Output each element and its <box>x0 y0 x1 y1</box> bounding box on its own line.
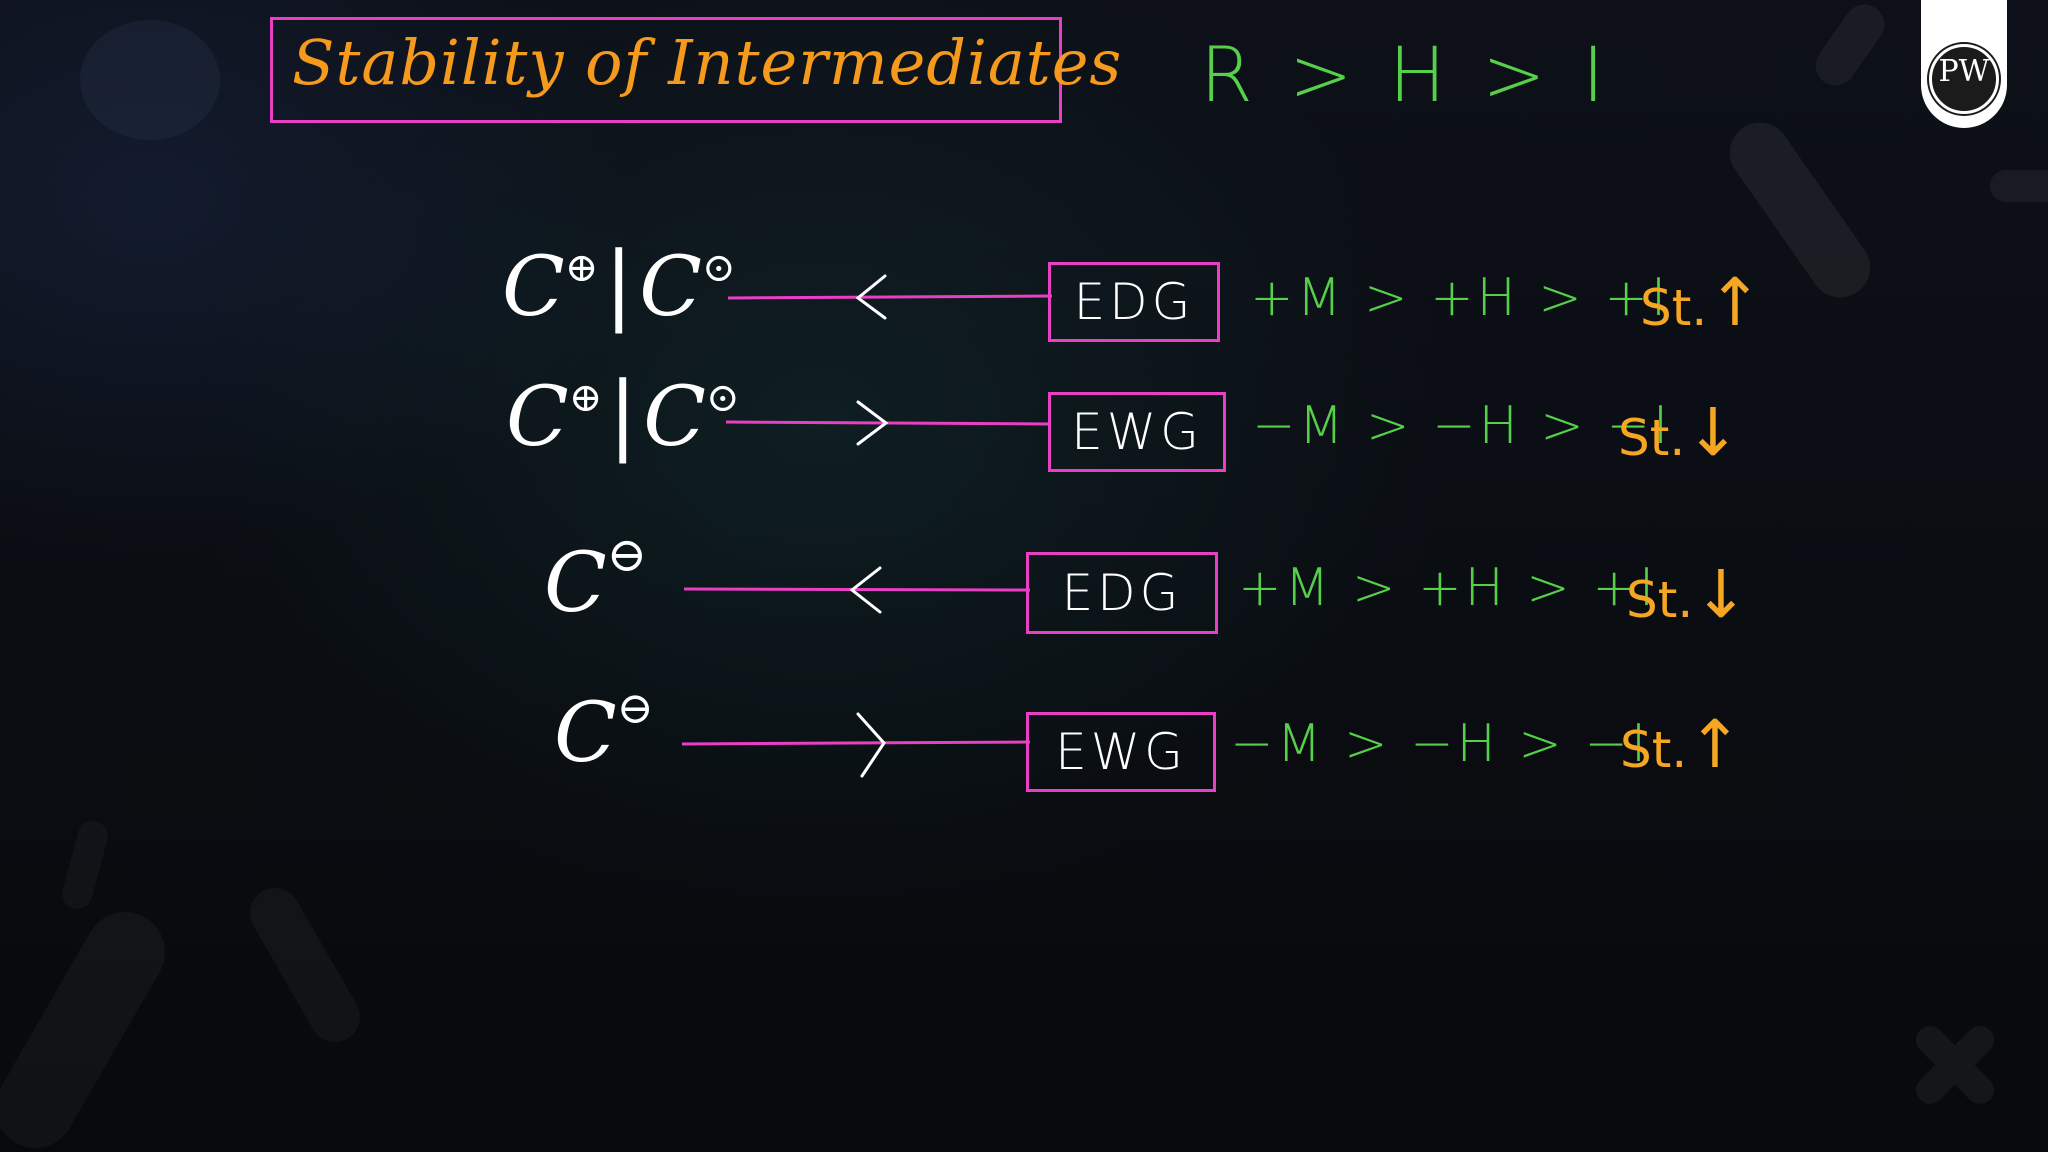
row-1-stability: St.↑ <box>1640 264 1763 341</box>
row-1-species-1-letter: C <box>502 240 565 335</box>
page-title: Stability of Intermediates <box>292 26 1123 99</box>
row-1-species: C⊕|C⊙ <box>502 234 736 336</box>
row-2-group-box: EWG <box>1048 392 1226 472</box>
row-2-effects: −M > −H > −I <box>1252 396 1672 456</box>
row-2-stability-label: St. <box>1618 409 1686 467</box>
row-3-stability-label: St. <box>1626 571 1694 629</box>
row-3-species-1-charge: ⊖ <box>606 527 647 583</box>
row-2-species-1-letter: C <box>506 370 569 465</box>
row-4-stability-arrow-icon: ↑ <box>1687 706 1743 783</box>
row-1-stability-arrow-icon: ↑ <box>1707 264 1763 341</box>
row-2-species-2-letter: C <box>643 370 706 465</box>
row-2-separator: | <box>608 364 638 464</box>
row-1-stability-label: St. <box>1640 279 1708 337</box>
effect-order: R > H > I <box>1200 30 1611 119</box>
row-1-species-2-letter: C <box>639 240 702 335</box>
row-3-stability-arrow-icon: ↓ <box>1693 556 1749 633</box>
pw-logo: PW <box>1921 0 2007 128</box>
row-1-group-box: EDG <box>1048 262 1220 342</box>
row-3-group-box: EDG <box>1026 552 1218 634</box>
row-4-effects: −M > −H > −I <box>1230 714 1650 774</box>
pw-logo-text: PW <box>1938 54 1990 89</box>
row-4-species-1-charge: ⊖ <box>616 683 654 734</box>
row-3-stability: St.↓ <box>1626 556 1749 633</box>
row-1-species-1-charge: ⊕ <box>564 245 599 291</box>
row-4-stability: St.↑ <box>1620 706 1743 783</box>
row-1-separator: | <box>604 234 634 334</box>
row-4-species: C⊖ <box>554 683 654 781</box>
title-box <box>270 17 1062 123</box>
row-4-species-1-letter: C <box>554 686 617 781</box>
row-2-species-2-charge: ⊙ <box>706 375 740 421</box>
row-2-species: C⊕|C⊙ <box>506 364 740 466</box>
row-2-stability: St.↓ <box>1618 394 1741 471</box>
row-2-species-1-charge: ⊕ <box>568 375 603 421</box>
row-1-effects: +M > +H > +I <box>1250 268 1670 328</box>
row-4-stability-label: St. <box>1620 721 1688 779</box>
row-2-stability-arrow-icon: ↓ <box>1685 394 1741 471</box>
row-3-species-1-letter: C <box>544 536 607 631</box>
row-3-effects: +M > +H > +I <box>1238 558 1658 618</box>
row-4-group-box: EWG <box>1026 712 1216 792</box>
row-3-species: C⊖ <box>544 527 647 631</box>
pw-logo-badge: PW <box>1929 44 1999 114</box>
row-1-species-2-charge: ⊙ <box>702 245 736 291</box>
